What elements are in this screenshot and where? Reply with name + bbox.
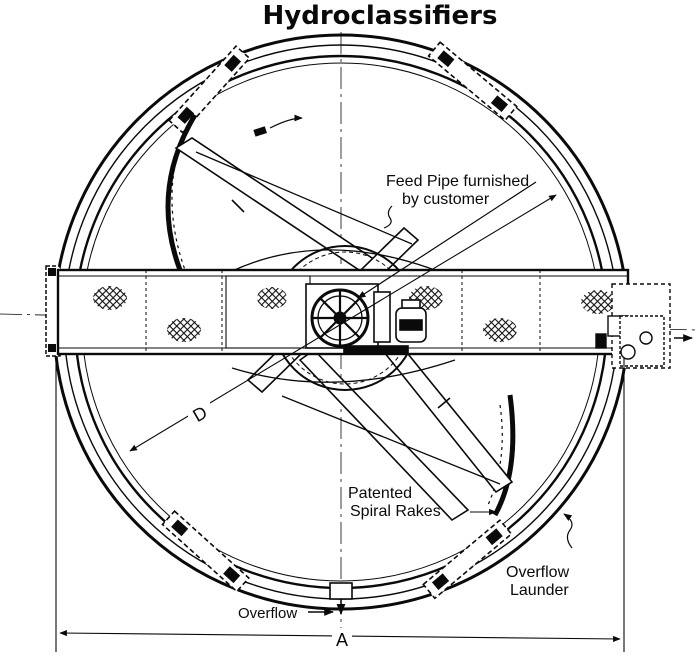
feed-pipe-label-line1: Feed Pipe furnished <box>386 173 529 190</box>
drawing-title: Hydroclassifiers <box>263 1 498 31</box>
launder-label-line2: Launder <box>510 582 569 599</box>
feed-pipe-pointer <box>383 205 393 229</box>
launder-leader <box>563 513 573 549</box>
wall-bracket-sw <box>161 509 250 593</box>
rotation-direction-arrow <box>253 114 303 137</box>
feed-pipe-label-line2: by customer <box>402 191 490 208</box>
wall-bracket-nw <box>167 45 251 134</box>
lifting-mechanism <box>595 283 671 369</box>
bridge-end-support-left <box>45 265 61 357</box>
wall-bracket-se <box>422 519 513 600</box>
wall-bracket-ne <box>427 41 518 122</box>
overflow-spout <box>329 582 353 616</box>
bridge-grating-1 <box>93 286 127 310</box>
bridge-grating-3 <box>257 287 287 309</box>
bridge-grating-6 <box>581 290 615 314</box>
bridge-grating-2 <box>167 318 201 342</box>
launder-label-line1: Overflow <box>506 564 570 581</box>
bridge-grating-5 <box>483 318 517 342</box>
rakes-label-line2: Spiral Rakes <box>350 503 441 520</box>
overflow-label: Overflow <box>238 605 297 622</box>
rakes-label-line1: Patented <box>348 485 412 502</box>
dimension-a-label: A <box>336 630 348 650</box>
